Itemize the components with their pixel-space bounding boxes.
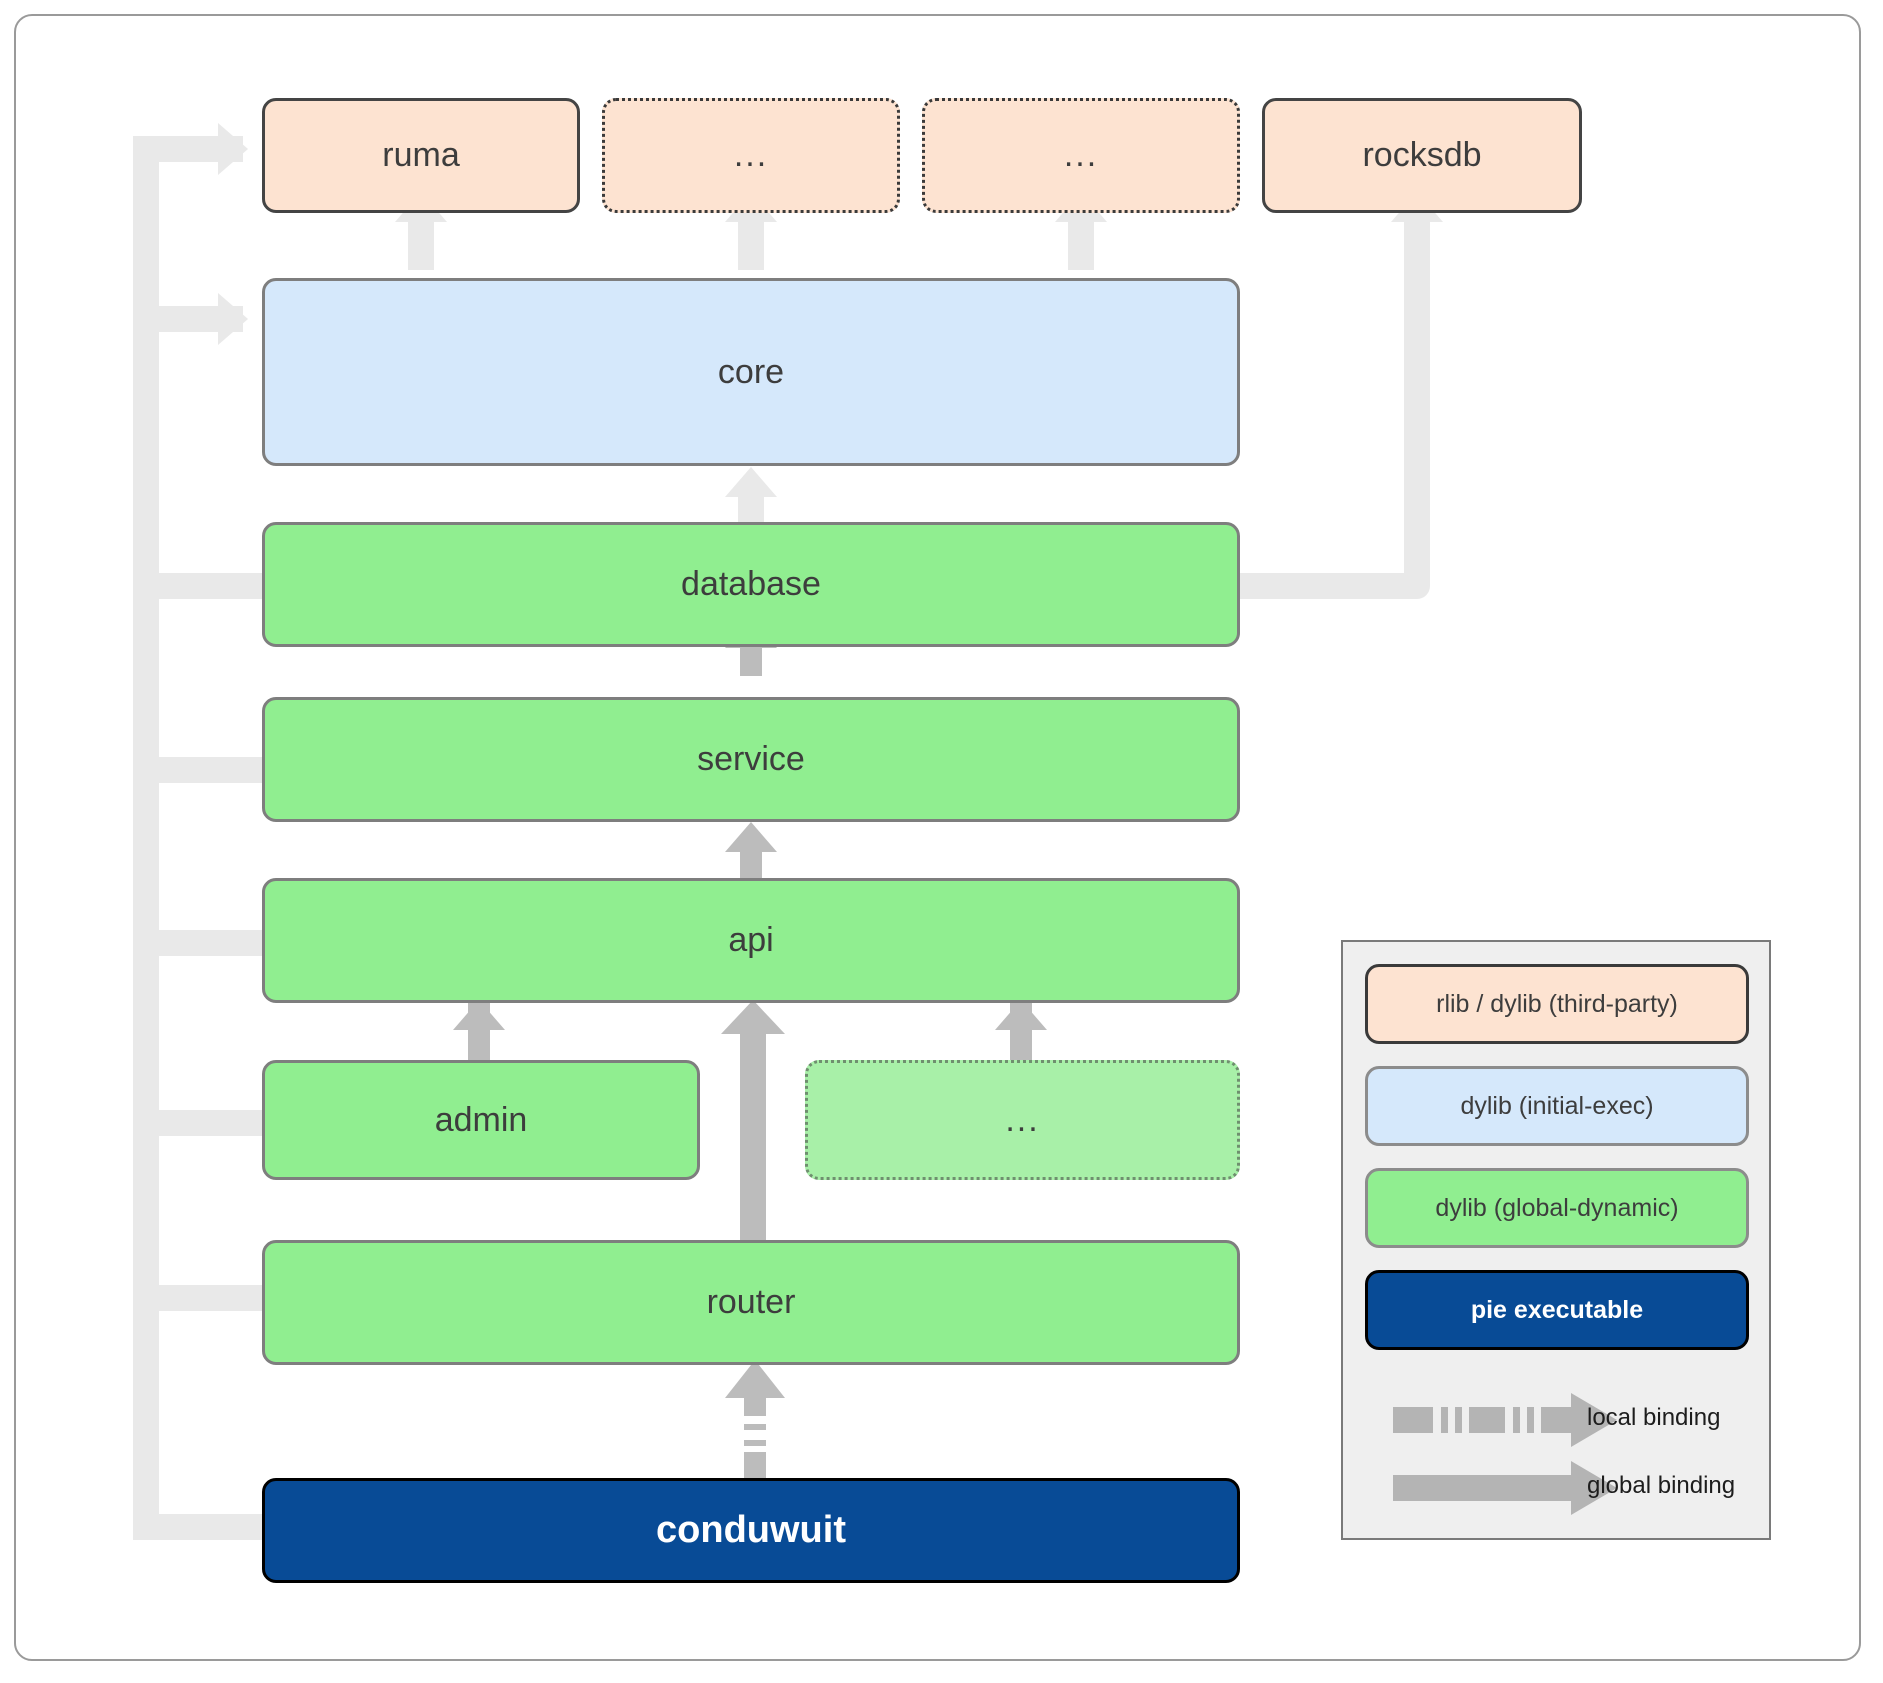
connector-database-to-core: [738, 497, 764, 525]
legend-row-global-binding: global binding: [1365, 1460, 1751, 1522]
node-admin-placeholder[interactable]: ...: [805, 1060, 1240, 1180]
local-binding-dash-4: [1469, 1407, 1505, 1433]
node-api[interactable]: api: [262, 878, 1240, 1003]
node-admin[interactable]: admin: [262, 1060, 700, 1180]
connector-api-to-service: [740, 852, 762, 880]
connector-core-to-placeholder-2: [1068, 222, 1094, 270]
global-binding-arrowhead-icon: [1571, 1461, 1617, 1515]
legend-row-local-binding: local binding: [1365, 1392, 1751, 1454]
legend-label-pie: pie executable: [1470, 1295, 1644, 1324]
node-rocksdb-label: rocksdb: [1362, 136, 1482, 174]
node-ruma[interactable]: ruma: [262, 98, 580, 213]
node-core[interactable]: core: [262, 278, 1240, 466]
connector-conduwuit-to-router-seg-2: [744, 1440, 766, 1446]
connector-service-to-database: [740, 648, 762, 676]
arrowhead-trunk-to-ruma: [218, 123, 248, 175]
arrowhead-trunk-to-core: [218, 293, 248, 345]
node-admin-label: admin: [434, 1100, 528, 1139]
local-binding-dash-5: [1513, 1407, 1520, 1433]
local-binding-dash-2: [1441, 1407, 1448, 1433]
connector-database-to-rocksdb-horizontal: [1236, 573, 1430, 599]
node-conduwuit-label: conduwuit: [656, 1509, 846, 1551]
legend-label-third-party: rlib / dylib (third-party): [1436, 989, 1678, 1018]
legend-label-global-binding: global binding: [1587, 1472, 1736, 1499]
node-database-label: database: [681, 565, 821, 603]
legend-swatch-global-dynamic: dylib (global-dynamic): [1365, 1168, 1749, 1248]
connector-trunk-vertical: [133, 148, 159, 1540]
arrowhead-placeholder-to-api: [995, 1000, 1047, 1030]
connector-trunk-to-service: [133, 757, 267, 783]
local-binding-dash-1: [1393, 1407, 1433, 1433]
legend-label-global-dynamic: dylib (global-dynamic): [1435, 1193, 1679, 1222]
node-top-placeholder-1[interactable]: ...: [602, 98, 900, 213]
connector-trunk-to-admin: [133, 1110, 267, 1136]
connector-trunk-to-api: [133, 930, 267, 956]
local-binding-dash-7: [1541, 1407, 1573, 1433]
arrowhead-conduwuit-to-router: [725, 1360, 785, 1398]
node-conduwuit[interactable]: conduwuit: [262, 1478, 1240, 1583]
node-ruma-label: ruma: [382, 136, 460, 174]
node-database[interactable]: database: [262, 522, 1240, 647]
arrowhead-admin-to-api: [453, 1000, 505, 1030]
connector-conduwuit-to-router-seg-3: [744, 1424, 766, 1430]
connector-core-to-placeholder-1: [738, 222, 764, 270]
connector-trunk-to-router: [133, 1285, 267, 1311]
global-binding-shaft: [1393, 1475, 1573, 1501]
connector-core-to-ruma: [408, 222, 434, 270]
connector-conduwuit-to-router-seg-4: [744, 1396, 766, 1416]
connector-trunk-to-conduwuit: [133, 1514, 267, 1540]
connector-database-to-rocksdb-vertical: [1404, 222, 1430, 586]
node-top-placeholder-2[interactable]: ...: [922, 98, 1240, 213]
arrowhead-router-to-api: [721, 1000, 785, 1034]
node-top-placeholder-2-label: ...: [1063, 136, 1099, 174]
connector-router-to-api: [740, 1032, 766, 1250]
legend-swatch-third-party: rlib / dylib (third-party): [1365, 964, 1749, 1044]
connector-conduwuit-to-router-seg-1: [744, 1452, 766, 1478]
node-core-label: core: [717, 352, 785, 391]
local-binding-arrowhead-icon: [1571, 1393, 1617, 1447]
legend-swatch-pie: pie executable: [1365, 1270, 1749, 1350]
node-router[interactable]: router: [262, 1240, 1240, 1365]
arrowhead-database-to-core: [725, 467, 777, 497]
legend-panel: rlib / dylib (third-party) dylib (initia…: [1341, 940, 1771, 1540]
node-rocksdb[interactable]: rocksdb: [1262, 98, 1582, 213]
legend-label-initial-exec: dylib (initial-exec): [1460, 1091, 1654, 1120]
legend-label-local-binding: local binding: [1587, 1404, 1721, 1431]
local-binding-dash-6: [1527, 1407, 1534, 1433]
node-admin-placeholder-label: ...: [1005, 1100, 1040, 1139]
arrowhead-api-to-service: [725, 822, 777, 852]
legend-swatch-initial-exec: dylib (initial-exec): [1365, 1066, 1749, 1146]
node-service-label: service: [697, 740, 805, 778]
node-api-label: api: [728, 921, 774, 959]
node-router-label: router: [706, 1283, 796, 1321]
node-top-placeholder-1-label: ...: [733, 136, 769, 174]
node-service[interactable]: service: [262, 697, 1240, 822]
local-binding-dash-3: [1455, 1407, 1462, 1433]
connector-trunk-to-database: [133, 573, 267, 599]
